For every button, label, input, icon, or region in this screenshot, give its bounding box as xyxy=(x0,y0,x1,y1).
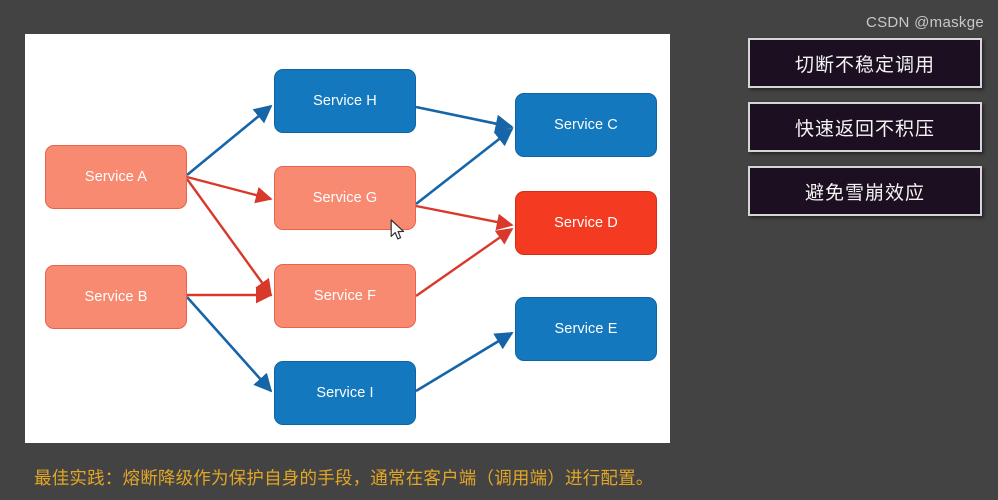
edge-a-h xyxy=(186,104,273,177)
service-node-e[interactable]: Service E xyxy=(515,297,657,361)
service-node-a[interactable]: Service A xyxy=(45,145,187,209)
service-node-d[interactable]: Service D xyxy=(515,191,657,255)
service-node-h-label: Service H xyxy=(313,93,377,109)
edge-f-d xyxy=(415,228,514,297)
edge-b-i xyxy=(186,296,273,393)
service-node-g-label: Service G xyxy=(312,190,378,206)
side-box-label-2: 快速返回不积压 xyxy=(794,117,935,140)
service-node-a-label: Service A xyxy=(84,169,148,185)
service-node-e-label: Service E xyxy=(554,321,618,337)
side-panel: 切断不稳定调用 快速返回不积压 避免雪崩效应 xyxy=(748,38,982,230)
edge-g-d xyxy=(415,204,514,231)
service-node-i-label: Service I xyxy=(316,385,374,401)
slide-canvas: Service A Service B Service H Service G … xyxy=(25,34,670,443)
side-box-avoid-avalanche[interactable]: 避免雪崩效应 xyxy=(748,166,982,216)
service-node-c[interactable]: Service C xyxy=(515,93,657,157)
edge-i-e xyxy=(415,331,514,393)
service-node-f-label: Service F xyxy=(313,288,377,304)
service-node-i[interactable]: Service I xyxy=(274,361,416,425)
service-node-f[interactable]: Service F xyxy=(274,264,416,328)
side-box-cut-unstable-calls[interactable]: 切断不稳定调用 xyxy=(748,38,982,88)
caption-text: 最佳实践：熔断降级作为保护自身的手段，通常在客户端（调用端）进行配置。 xyxy=(34,469,654,489)
diagram-arrows xyxy=(186,104,514,393)
side-box-label-3: 避免雪崩效应 xyxy=(804,181,925,204)
edge-a-f xyxy=(186,178,272,297)
service-node-g[interactable]: Service G xyxy=(274,166,416,230)
side-box-label-1: 切断不稳定调用 xyxy=(794,53,935,76)
edge-g-c xyxy=(415,127,514,206)
side-box-fast-return[interactable]: 快速返回不积压 xyxy=(748,102,982,152)
service-node-c-label: Service C xyxy=(554,117,618,133)
caption-bar: 最佳实践：熔断降级作为保护自身的手段，通常在客户端（调用端）进行配置。 xyxy=(0,455,998,500)
edge-a-g xyxy=(186,175,273,204)
service-node-d-label: Service D xyxy=(554,215,618,231)
watermark: CSDN @maskge xyxy=(865,14,984,31)
service-node-b[interactable]: Service B xyxy=(45,265,187,329)
edge-h-c xyxy=(415,105,514,133)
service-node-b-label: Service B xyxy=(84,289,148,305)
service-node-h[interactable]: Service H xyxy=(274,69,416,133)
